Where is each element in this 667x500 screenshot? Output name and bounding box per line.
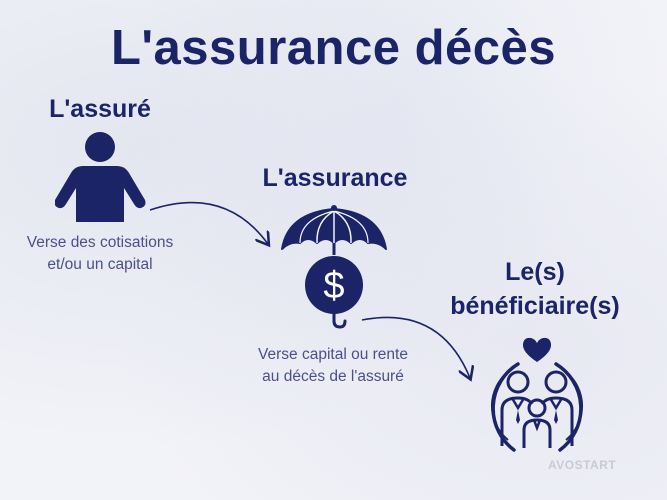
insured-caption: Verse des cotisations et/ou un capital — [0, 232, 200, 276]
arrow-insured-to-insurer — [149, 201, 268, 244]
watermark: AVOSTART — [548, 458, 617, 472]
beneficiary-heading: Le(s) bénéficiaire(s) — [425, 255, 645, 323]
family-heart-icon — [491, 337, 583, 452]
insurer-caption-line2: au décès de l'assuré — [262, 368, 404, 385]
arrow-insurer-to-beneficiary — [361, 316, 470, 378]
dollar-sign: $ — [323, 265, 344, 307]
insurer-caption: Verse capital ou rente au décès de l'ass… — [233, 344, 433, 388]
insured-caption-line2: et/ou un capital — [47, 256, 153, 273]
person-icon — [55, 132, 146, 222]
insurer-heading: L'assurance — [262, 164, 408, 192]
insured-heading: L'assuré — [49, 95, 151, 123]
page-title: L'assurance décès — [110, 21, 557, 75]
insurer-caption-line1: Verse capital ou rente — [258, 346, 408, 363]
umbrella-dollar-icon: $ — [281, 205, 387, 329]
insured-caption-line1: Verse des cotisations — [26, 234, 174, 251]
beneficiary-heading-line2: bénéficiaire(s) — [450, 292, 620, 320]
beneficiary-heading-line1: Le(s) — [505, 258, 565, 286]
